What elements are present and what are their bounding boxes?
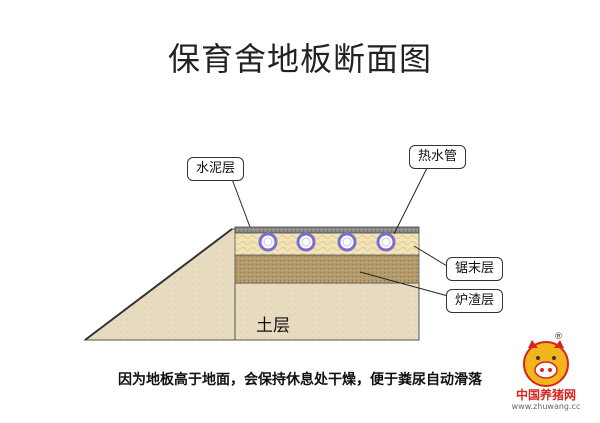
leader-line-pipe (393, 165, 429, 235)
label-soil: 土层 (256, 316, 290, 336)
label-cement: 水泥层 (187, 157, 245, 181)
logo-url: www.zhuwang.cc (511, 402, 581, 411)
hot-water-pipe (258, 232, 278, 252)
hot-water-pipe (376, 232, 396, 252)
hot-water-pipe (296, 232, 316, 252)
cement-layer (234, 226, 420, 234)
slag-layer (234, 254, 420, 284)
site-logo: ® 中国养猪网 www.zhuwang.cc (498, 332, 594, 416)
leader-line-slag (359, 271, 449, 297)
diagram-caption: 因为地板高于地面，会保持休息处干燥，便于粪尿自动滑落 (118, 372, 482, 388)
leader-line-cement (231, 178, 251, 228)
logo-name: 中国养猪网 (515, 388, 576, 402)
ramp-edge (84, 228, 233, 341)
registered-mark: ® (554, 332, 563, 342)
diagram-title: 保育舍地板断面图 (167, 40, 432, 78)
label-hot-water-pipe: 热水管 (409, 145, 467, 169)
pig-face-icon (523, 340, 569, 387)
label-slag: 炉渣层 (446, 289, 504, 313)
label-sawdust: 锯末层 (446, 257, 504, 281)
leader-line-sawdust (413, 245, 448, 267)
hot-water-pipe (337, 232, 357, 252)
